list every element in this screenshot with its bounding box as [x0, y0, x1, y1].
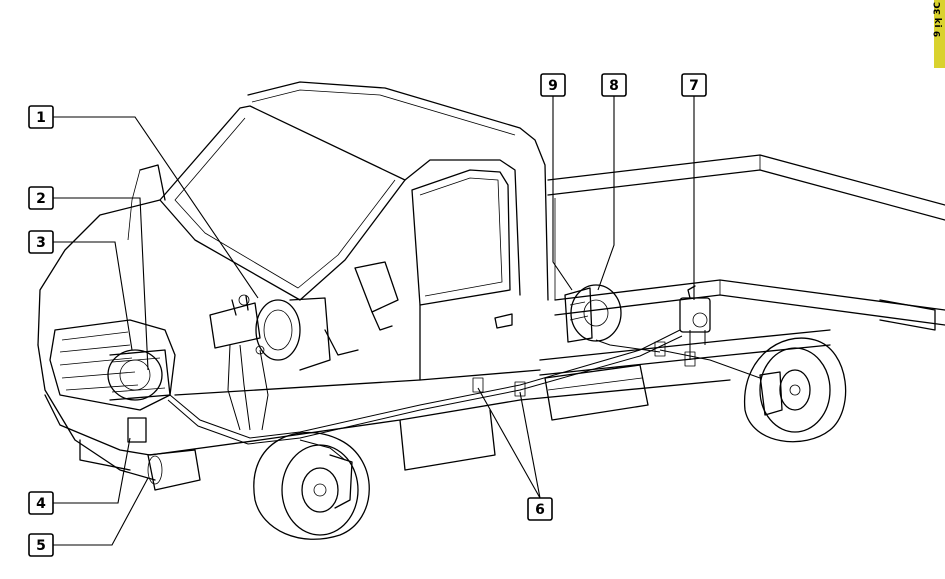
brake-lines: [167, 329, 761, 461]
leader-lines: [53, 95, 695, 546]
callout-2: 2: [28, 186, 54, 210]
callout-6: 6: [527, 497, 553, 521]
callout-7: 7: [681, 73, 707, 97]
callout-1-label: 1: [36, 110, 46, 126]
callout-4-label: 4: [36, 496, 46, 512]
rear-wheel: [744, 337, 847, 443]
callout-5: 5: [28, 533, 54, 557]
callout-3-label: 3: [36, 235, 46, 251]
callout-2-label: 2: [36, 191, 46, 207]
front-wheel: [253, 431, 370, 540]
callout-9: 9: [540, 73, 566, 97]
callout-9-label: 9: [548, 78, 558, 94]
load-sensing-valve: [679, 285, 711, 333]
section-tab: 9 ᴉʞ 3C: [933, 0, 945, 68]
callout-8: 8: [601, 73, 627, 97]
callout-6-label: 6: [535, 502, 545, 518]
callout-7-label: 7: [689, 78, 699, 94]
cargo-bed: [539, 154, 945, 421]
callout-4: 4: [28, 491, 54, 515]
rear-disc-assembly: [564, 284, 622, 343]
front-lower-components: [127, 417, 201, 491]
callout-1: 1: [28, 105, 54, 129]
abs-modulator: [107, 349, 171, 401]
truck-cab: [37, 81, 731, 481]
callout-3: 3: [28, 230, 54, 254]
master-cylinder-booster: [209, 294, 359, 371]
callout-5-label: 5: [36, 538, 46, 554]
callout-8-label: 8: [609, 78, 619, 94]
